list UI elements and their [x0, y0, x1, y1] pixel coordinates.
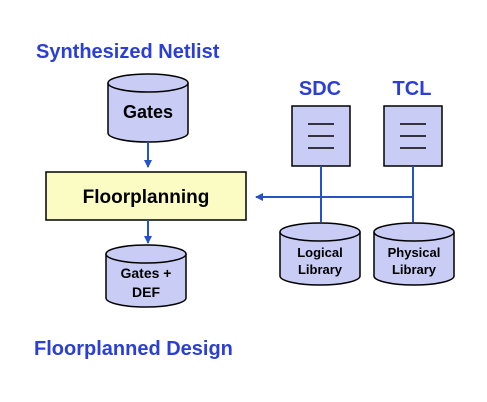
logical-library-label-line2: Library — [298, 262, 343, 277]
floorplanned-design-title: Floorplanned Design — [34, 338, 233, 360]
logical-library-database-icon — [279, 222, 361, 286]
gates-def-database-icon — [105, 244, 187, 308]
sdc-document-icon — [291, 105, 351, 167]
physical-library-database-icon — [373, 222, 455, 286]
floorplanning-box — [45, 171, 247, 221]
floorplanning-label: Floorplanning — [83, 187, 210, 208]
physical-library-label-line1: Physical — [388, 245, 441, 260]
gates-def-label-line1: Gates + — [121, 265, 172, 281]
gates-database-icon — [107, 73, 189, 143]
sdc-title: SDC — [299, 78, 341, 100]
logical-library-label-line1: Logical — [297, 245, 343, 260]
tcl-document-icon — [383, 105, 443, 167]
input-connector-lines — [255, 166, 414, 222]
synthesized-netlist-title: Synthesized Netlist — [36, 41, 220, 63]
tcl-title: TCL — [393, 78, 432, 100]
gates-def-label-line2: DEF — [132, 284, 160, 300]
gates-label: Gates — [123, 102, 173, 122]
physical-library-label-line2: Library — [392, 262, 437, 277]
